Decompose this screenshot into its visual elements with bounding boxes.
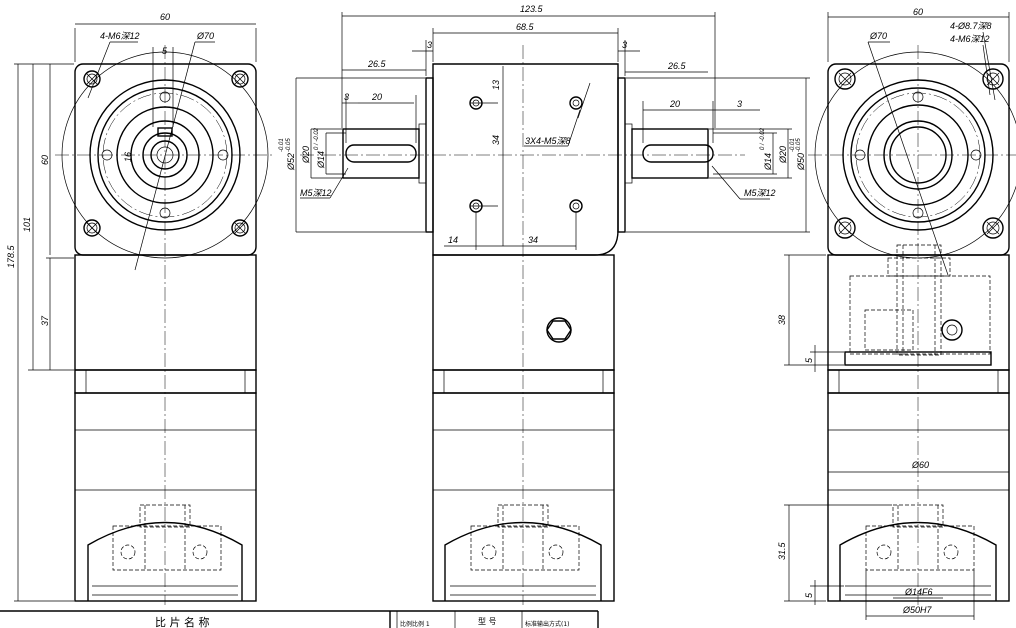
right-height-5-dim: 5 — [804, 357, 814, 363]
left-shaft-dim: 16 — [123, 152, 133, 162]
title-left-text: 比 片 名 称 — [155, 615, 210, 628]
body-length-dim: 68.5 — [516, 22, 535, 32]
title-cell-c: 标准输出方式(1) — [525, 620, 570, 628]
title-block: 比 片 名 称 比例比例 1 型 号 标准输出方式(1) — [0, 610, 599, 628]
right-height-31-5-dim: 31.5 — [777, 541, 787, 560]
left-total-height-dim: 178.5 — [6, 244, 16, 268]
shaft-right-key-label: Ø14 — [763, 153, 773, 171]
right-shaft-fit-label: Ø14F6 — [904, 587, 933, 597]
keyway-len-left-dim: 20 — [371, 92, 382, 102]
pilot-right-tol-upper: -0.01 — [790, 138, 796, 152]
keyway-off-left-dim: 3 — [344, 92, 349, 102]
left-band — [74, 369, 257, 394]
hole-v-small-dim: 13 — [491, 80, 501, 90]
right-height-38-dim: 38 — [777, 315, 787, 325]
pilot-left-label: Ø52 — [286, 153, 296, 171]
pilot-left-tol-lower: -0.05 — [286, 138, 292, 152]
hole-h-offset-dim: 14 — [448, 235, 458, 245]
shaft-right-key-tol: 0 / -0.02 — [760, 127, 766, 150]
left-upper-height-dim: 101 — [22, 217, 32, 232]
right-height-5b-dim: 5 — [804, 592, 814, 598]
front-tapped-holes — [469, 96, 583, 213]
right-holes-through-label: 4-Ø8.7深8 — [950, 21, 992, 31]
shaft-left-label: Ø20 — [301, 146, 311, 164]
left-motor-block — [74, 392, 257, 602]
title-cell-b: 型 号 — [478, 617, 497, 626]
overall-length-dim: 123.5 — [520, 4, 544, 14]
front-housing — [432, 254, 615, 371]
left-shaft — [342, 128, 420, 179]
right-corner-holes — [834, 68, 1004, 239]
left-width-dim: 60 — [160, 12, 170, 22]
shaft-left-key-tol: 0 / -0.02 — [314, 127, 320, 150]
left-flange-height-dim: 60 — [40, 155, 50, 165]
shaft-len-left-dim: 26.5 — [367, 59, 387, 69]
hole-v-spacing-dim: 34 — [491, 135, 501, 145]
right-view: 60 4-Ø8.7深8 4-M6深12 Ø70 38 5 Ø60 31.5 5 … — [777, 7, 1016, 620]
front-body — [432, 63, 619, 256]
left-key-dim: 5 — [162, 46, 168, 56]
front-view: 123.5 68.5 3 3 26.5 26.5 3 20 20 3 13 34… — [279, 4, 810, 605]
shoulder-right-dim: 3 — [622, 40, 627, 50]
pilot-right-tol-lower: -0.05 — [796, 138, 802, 152]
pilot-right-label: Ø50 — [796, 153, 806, 171]
shaft-left-key-label: Ø14 — [316, 151, 326, 169]
right-motor-dia-dim: Ø60 — [911, 460, 929, 470]
left-mid-height-dim: 37 — [40, 315, 50, 326]
title-cell-a: 比例比例 1 — [400, 620, 430, 628]
left-housing — [74, 254, 257, 371]
right-housing — [827, 254, 1010, 371]
keyway-len-right-dim: 20 — [669, 99, 680, 109]
right-width-dim: 60 — [913, 7, 923, 17]
tap-left-label: M5深12 — [300, 188, 332, 198]
front-holes-label: 3X4-M5深8 — [525, 136, 571, 146]
left-view: 60 4-M6深12 Ø70 5 16 60 101 178.5 37 — [6, 12, 275, 605]
hole-h-spacing-dim: 34 — [528, 235, 538, 245]
right-holes-tapped-label: 4-M6深12 — [950, 34, 990, 44]
left-pcd-label: Ø70 — [196, 31, 214, 41]
pilot-left-tol-upper: -0.01 — [279, 138, 285, 152]
left-corner-holes — [83, 70, 249, 237]
shaft-right-label: Ø20 — [778, 146, 788, 164]
shoulder-left-dim: 3 — [427, 40, 432, 50]
left-flange-square — [74, 63, 257, 256]
keyway-off-right-dim: 3 — [737, 99, 742, 109]
right-pilot-fit-label: Ø50H7 — [902, 605, 933, 615]
left-holes-label: 4-M6深12 — [100, 31, 140, 41]
right-pcd-label: Ø70 — [869, 31, 887, 41]
shaft-len-right-dim: 26.5 — [667, 61, 687, 71]
tap-right-label: M5深12 — [744, 188, 776, 198]
